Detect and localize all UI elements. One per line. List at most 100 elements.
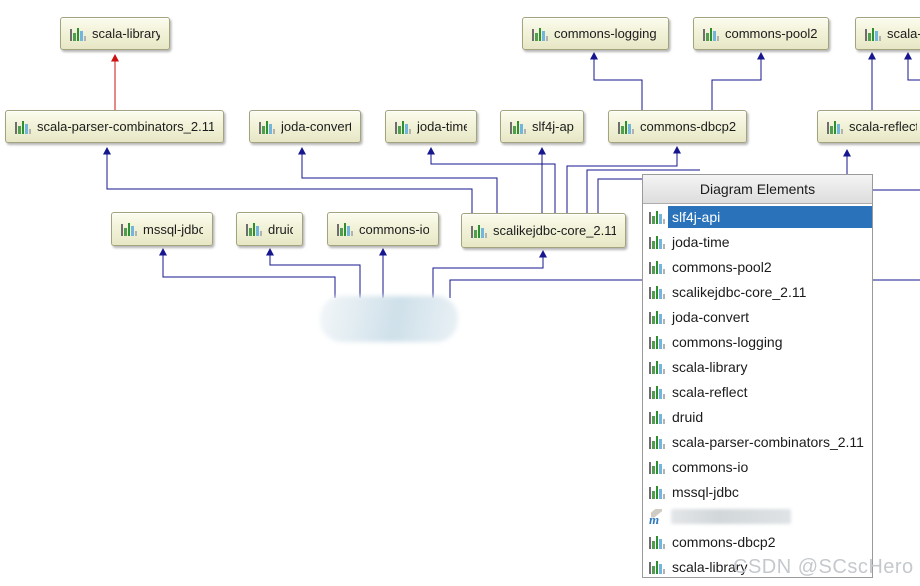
- library-bar-icon: [649, 385, 665, 399]
- arrowhead: [266, 248, 274, 256]
- popup-item-slf4j-api[interactable]: slf4j-api: [643, 204, 872, 229]
- node-label: slf4j-api: [532, 119, 574, 134]
- library-bar-icon: [471, 224, 487, 238]
- node-label: scala-reflect: [849, 119, 917, 134]
- popup-item-commons-logging[interactable]: commons-logging: [643, 329, 872, 354]
- node-scalikejdbc-core[interactable]: scalikejdbc-core_2.11: [461, 213, 626, 248]
- dependency-edge: [586, 169, 700, 213]
- popup-item-scala-reflect[interactable]: scala-reflect: [643, 379, 872, 404]
- maven-module-icon: m: [649, 508, 665, 527]
- node-scala-clipped[interactable]: scala-: [855, 17, 920, 50]
- library-bar-icon: [15, 120, 31, 134]
- node-label: commons-pool2: [725, 26, 818, 41]
- popup-item-scala-library[interactable]: scala-library: [643, 354, 872, 379]
- dependency-edge: [162, 254, 336, 298]
- popup-item-label: scalikejdbc-core_2.11: [672, 283, 807, 300]
- arrowhead: [538, 147, 546, 155]
- library-bar-icon: [121, 222, 137, 236]
- popup-item-commons-io[interactable]: commons-io: [643, 454, 872, 479]
- node-label: commons-io: [359, 221, 429, 237]
- node-commons-dbcp2[interactable]: commons-dbcp2: [608, 110, 747, 143]
- diagram-elements-popup: Diagram Elements slf4j-api joda-time commo…: [642, 174, 873, 578]
- dependency-edge: [711, 58, 762, 110]
- arrowhead: [843, 149, 851, 157]
- library-bar-icon: [532, 27, 548, 41]
- arrowhead: [673, 146, 681, 154]
- dependency-edge: [106, 153, 473, 213]
- library-bar-icon: [649, 360, 665, 374]
- arrowhead: [757, 52, 765, 60]
- node-label: druid: [268, 221, 293, 237]
- library-bar-icon: [649, 335, 665, 349]
- node-scala-parser-combinators[interactable]: scala-parser-combinators_2.11: [5, 110, 224, 143]
- node-joda-time[interactable]: joda-time: [385, 110, 477, 143]
- node-joda-convert[interactable]: joda-convert: [249, 110, 361, 143]
- library-bar-icon: [827, 120, 843, 134]
- library-bar-icon: [337, 222, 353, 236]
- library-bar-icon: [649, 435, 665, 449]
- library-bar-icon: [649, 210, 665, 224]
- library-bar-icon: [70, 27, 86, 41]
- node-label: scala-: [887, 26, 920, 41]
- node-label: commons-dbcp2: [640, 119, 737, 134]
- popup-item-blurred[interactable]: m: [643, 504, 872, 529]
- dependency-edge: [269, 254, 361, 298]
- popup-item-scala-library[interactable]: scala-library: [643, 554, 872, 577]
- popup-item-label: commons-dbcp2: [672, 533, 776, 550]
- library-bar-icon: [649, 235, 665, 249]
- library-bar-icon: [649, 560, 665, 574]
- popup-item-druid[interactable]: druid: [643, 404, 872, 429]
- popup-item-joda-time[interactable]: joda-time: [643, 229, 872, 254]
- node-commons-pool2[interactable]: commons-pool2: [693, 17, 829, 50]
- node-blurred-project[interactable]: [320, 296, 458, 342]
- node-slf4j-api[interactable]: slf4j-api: [500, 110, 584, 143]
- node-label: commons-logging: [554, 26, 657, 41]
- popup-title: Diagram Elements: [643, 175, 872, 204]
- node-label: scalikejdbc-core_2.11: [493, 223, 616, 238]
- popup-item-mssql-jdbc[interactable]: mssql-jdbc: [643, 479, 872, 504]
- node-mssql-jdbc[interactable]: mssql-jdbc: [111, 212, 213, 246]
- dependency-edge: [430, 153, 556, 213]
- dependency-edge: [566, 152, 678, 213]
- popup-item-label: scala-library: [672, 358, 748, 375]
- dependency-edge: [301, 153, 498, 213]
- popup-item-commons-pool2[interactable]: commons-pool2: [643, 254, 872, 279]
- popup-item-label: druid: [672, 408, 704, 425]
- library-bar-icon: [865, 27, 881, 41]
- popup-item-label: scala-library: [672, 558, 748, 575]
- popup-item-scala-parser-combinators_2.11[interactable]: scala-parser-combinators_2.11: [643, 429, 872, 454]
- node-label: joda-time: [417, 119, 467, 134]
- popup-item-scalikejdbc-core_2.11[interactable]: scalikejdbc-core_2.11: [643, 279, 872, 304]
- library-bar-icon: [649, 285, 665, 299]
- node-label: scala-library: [92, 26, 160, 41]
- library-bar-icon: [649, 460, 665, 474]
- node-scala-library-top[interactable]: scala-library: [60, 17, 170, 50]
- node-commons-logging[interactable]: commons-logging: [522, 17, 669, 50]
- node-druid[interactable]: druid: [236, 212, 303, 246]
- popup-item-label: scala-reflect: [672, 383, 748, 400]
- library-bar-icon: [510, 120, 526, 134]
- popup-item-commons-dbcp2[interactable]: commons-dbcp2: [643, 529, 872, 554]
- node-label: scala-parser-combinators_2.11: [37, 119, 214, 134]
- node-label: joda-convert: [281, 119, 351, 134]
- library-bar-icon: [259, 120, 275, 134]
- popup-item-label: joda-convert: [672, 308, 750, 325]
- library-bar-icon: [649, 310, 665, 324]
- library-bar-icon: [649, 485, 665, 499]
- arrowhead: [590, 52, 598, 60]
- library-bar-icon: [246, 222, 262, 236]
- library-bar-icon: [395, 120, 411, 134]
- arrowhead: [159, 248, 167, 256]
- arrowhead: [298, 147, 306, 155]
- dependency-edge: [593, 58, 643, 110]
- arrowhead: [427, 147, 435, 155]
- node-commons-io[interactable]: commons-io: [327, 212, 439, 246]
- popup-item-label: commons-io: [672, 458, 749, 475]
- arrowhead: [868, 52, 876, 60]
- popup-item-label: joda-time: [672, 233, 730, 250]
- popup-item-joda-convert[interactable]: joda-convert: [643, 304, 872, 329]
- arrowhead: [379, 248, 387, 256]
- node-scala-reflect[interactable]: scala-reflect: [817, 110, 920, 143]
- popup-item-label: commons-logging: [672, 333, 783, 350]
